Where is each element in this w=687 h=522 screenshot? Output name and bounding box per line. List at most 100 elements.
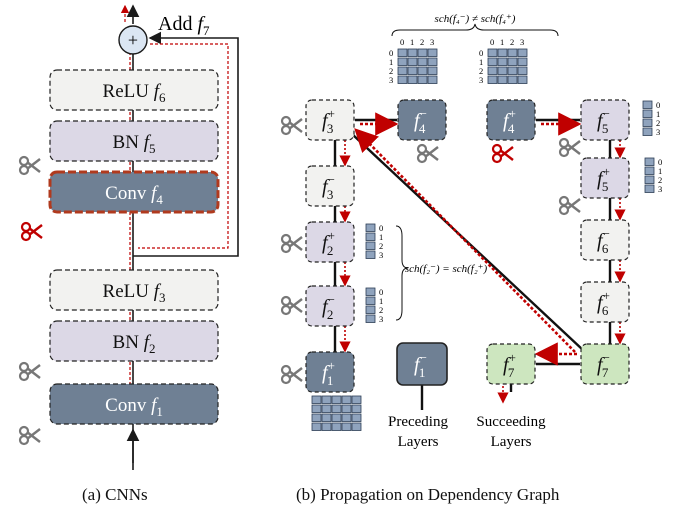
node-f2m: f−2 (305, 285, 355, 327)
node-f7m: f−7 (580, 343, 630, 385)
matrix-cell (427, 75, 438, 84)
matrix-cell (487, 57, 498, 66)
cnn-layer-bn-5: BN f5 (49, 120, 219, 162)
matrix-cell (497, 75, 508, 84)
matrix-cell (331, 404, 342, 413)
matrix-cell (507, 48, 518, 57)
scissors-icon (280, 364, 303, 385)
vector-index: 0 (656, 100, 660, 110)
node-label: f−1 (414, 350, 427, 380)
vector-cell (644, 166, 655, 175)
matrix-cell (487, 75, 498, 84)
scissors-icon (18, 425, 41, 446)
schedule-inequality: sch(f₄⁻) ≠ sch(f₄⁺) (435, 13, 516, 25)
vector-index: 0 (379, 287, 383, 297)
cnn-layer-box (49, 320, 219, 362)
node-box (580, 219, 630, 261)
add-label: Add f7 (158, 13, 210, 38)
node-f5m: f−5 (580, 99, 630, 141)
node-box (305, 99, 355, 141)
matrix-cell (351, 395, 362, 404)
matrix-cell (417, 57, 428, 66)
cnn-layer-label: ReLU f3 (103, 281, 166, 305)
node-box (397, 99, 447, 141)
node-label: f−7 (597, 350, 610, 380)
matrix-col-index: 1 (500, 37, 504, 47)
matrix-cell (397, 48, 408, 57)
node-box (396, 342, 448, 386)
caption-b: (b) Propagation on Dependency Graph (296, 485, 560, 504)
vector-cell (365, 241, 376, 250)
matrix-cell (311, 404, 322, 413)
node-label: f+6 (597, 288, 610, 318)
matrix-cell (427, 57, 438, 66)
skip-connection (133, 31, 239, 257)
vector-cell (365, 250, 376, 259)
matrix-cell (351, 422, 362, 431)
node-f1p: f+1 (305, 351, 355, 393)
matrix-cell (497, 66, 508, 75)
scissors-icon (416, 143, 439, 164)
node-box (580, 343, 630, 385)
graph-edge-diagonal (351, 133, 584, 351)
matrix-cell (407, 66, 418, 75)
vector-cell (365, 287, 376, 296)
cnn-layer-conv-1: Conv f1 (49, 383, 219, 425)
cnn-layer-conv-4: Conv f4 (48, 170, 220, 214)
cnn-layer-label: BN f5 (113, 132, 156, 156)
node-label: f+7 (503, 350, 516, 380)
matrix-cell (497, 57, 508, 66)
vector-f2-plus (365, 223, 376, 259)
matrix-cell (321, 413, 332, 422)
vector-cell (365, 296, 376, 305)
node-label: f+3 (322, 106, 335, 136)
node-box (486, 99, 536, 141)
node-label: f−3 (322, 172, 335, 202)
matrix-cell (341, 404, 352, 413)
node-label: f−2 (322, 292, 335, 322)
vector-f5-plus (644, 157, 655, 193)
matrix-col-index: 0 (490, 37, 494, 47)
matrix-cell (321, 422, 332, 431)
node-label: f+2 (322, 228, 335, 258)
matrix-cell (351, 404, 362, 413)
vector-cell (644, 157, 655, 166)
cnn-layer-label: Conv f4 (105, 183, 163, 207)
legend-succeeding-line1: Succeeding (476, 414, 546, 430)
matrix-row-index: 0 (479, 48, 483, 58)
vector-cell (642, 118, 653, 127)
legend-preceding-line1: Preceding (388, 414, 448, 430)
node-box (305, 221, 355, 263)
vector-index: 1 (379, 296, 383, 306)
matrix-col-index: 3 (430, 37, 434, 47)
node-box (580, 99, 630, 141)
matrix-cell (487, 48, 498, 57)
matrix-cell (407, 75, 418, 84)
cnn-layer-box (48, 170, 220, 214)
scissors-icon (558, 137, 581, 158)
matrix-row-index: 2 (389, 66, 393, 76)
vector-cell (642, 109, 653, 118)
node-box (580, 157, 630, 199)
vector-cell (365, 314, 376, 323)
matrix-cell (341, 413, 352, 422)
node-box (305, 351, 355, 393)
scissors-icon (558, 195, 581, 216)
cnn-layer-label: BN f2 (113, 332, 156, 356)
node-f7p: f+7 (486, 343, 536, 385)
node-box (305, 165, 355, 207)
vector-index: 2 (379, 241, 383, 251)
matrix-cell (331, 395, 342, 404)
matrix-col-index: 3 (520, 37, 524, 47)
vector-index: 0 (379, 223, 383, 233)
cnn-red-path-skip (138, 43, 229, 249)
matrix-cell (487, 66, 498, 75)
matrix-f1-plus (311, 395, 362, 431)
node-f1m: f−1 (396, 342, 448, 386)
brace-top (391, 23, 559, 37)
matrix-cell (341, 422, 352, 431)
